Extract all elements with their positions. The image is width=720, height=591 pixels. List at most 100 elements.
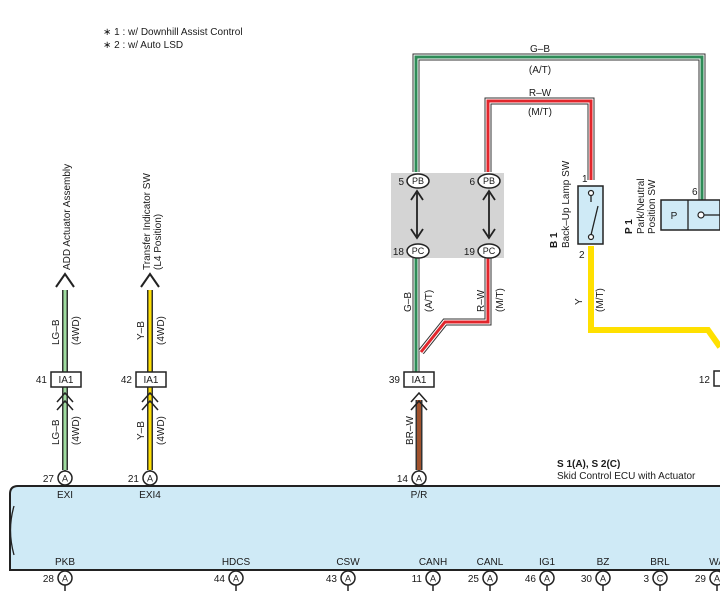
svg-text:CSW: CSW: [336, 557, 360, 568]
svg-text:3: 3: [643, 574, 649, 585]
junction-pin-18: PC 18: [393, 243, 430, 259]
svg-text:IG1: IG1: [539, 557, 556, 568]
ecu-ref: S 1(A), S 2(C): [557, 459, 620, 470]
skid-control-ecu: [9, 485, 720, 571]
ecu-terminal-wa: WAA29: [695, 557, 720, 591]
park-neutral-switch: [660, 199, 720, 231]
svg-text:27: 27: [43, 474, 55, 485]
connector-chevron-icon: [56, 391, 74, 403]
wire-color-label: G–B: [403, 292, 414, 312]
junction-pin-19: PC 19: [464, 243, 501, 259]
wire-color-label: G–B: [530, 44, 550, 55]
wire-color-label: Y–B: [136, 321, 147, 340]
svg-text:PB: PB: [412, 176, 424, 186]
svg-text:A: A: [487, 574, 493, 584]
ecu-name: Skid Control ECU with Actuator: [557, 471, 696, 482]
ecu-edge-mark: [9, 505, 15, 556]
destination-label: ADD Actuator Assembly: [62, 164, 73, 270]
svg-text:28: 28: [43, 574, 55, 585]
svg-text:11: 11: [412, 574, 423, 585]
wire-note-label: (4WD): [71, 316, 82, 345]
wire-note-label: (4WD): [156, 416, 167, 445]
wire-note-label: (4WD): [156, 316, 167, 345]
svg-text:46: 46: [525, 574, 537, 585]
wire-color-label: Y–B: [136, 421, 147, 440]
wire-note-label: (M/T): [495, 288, 506, 312]
ecu-terminal-hdcs: HDCS A 44: [214, 557, 251, 591]
junction-pin-6: PB 6: [469, 173, 501, 189]
park-switch-name: Park/Neutral: [636, 178, 647, 234]
svg-text:A: A: [544, 574, 550, 584]
right-connector-pin: 12: [699, 375, 711, 386]
right-connector: [713, 370, 720, 387]
svg-text:BZ: BZ: [597, 557, 610, 568]
svg-text:5: 5: [398, 177, 404, 188]
wire-yellow-y: [588, 246, 720, 349]
connector-pin: 41: [36, 375, 48, 386]
note-1: ∗ 1 : w/ Downhill Assist Control: [103, 27, 243, 38]
note-2: ∗ 2 : w/ Auto LSD: [103, 40, 183, 51]
svg-text:PC: PC: [412, 246, 425, 256]
connector-chevron-icon: [141, 391, 159, 403]
svg-text:30: 30: [581, 574, 593, 585]
wire-brown-brw: [410, 391, 428, 470]
switch-pin-top: 1: [582, 174, 588, 185]
svg-text:HDCS: HDCS: [222, 557, 251, 568]
wire-note-label: (M/T): [528, 107, 552, 118]
svg-text:18: 18: [393, 247, 405, 258]
junction-link-left: [410, 189, 424, 240]
wire-note-label: (M/T): [595, 288, 606, 312]
destination-sub-label: (L4 Position): [153, 214, 164, 270]
connector-chevron-icon: [56, 399, 74, 411]
svg-text:25: 25: [468, 574, 480, 585]
switch-ref: B 1: [549, 232, 560, 248]
svg-text:A: A: [147, 474, 153, 484]
svg-text:C: C: [657, 574, 664, 584]
junction-link-right: [482, 189, 496, 240]
destination-label: Transfer Indicator SW: [142, 173, 153, 270]
connector-label: IA1: [58, 375, 73, 386]
circuit-transfer-indicator: Transfer Indicator SW (L4 Position) Y–B …: [121, 173, 167, 470]
park-switch-pin: 6: [692, 187, 698, 198]
svg-text:44: 44: [214, 574, 226, 585]
wire-color-label: R–W: [529, 88, 552, 99]
svg-text:A: A: [416, 474, 422, 484]
ecu-bottom-terminals: PKBA28HDCSA44CSWA43CANHA11CANLA25IG1A46B…: [43, 557, 720, 591]
park-switch-name: Position SW: [647, 179, 658, 234]
svg-text:IA1: IA1: [411, 375, 426, 386]
connector-label: IA1: [143, 375, 158, 386]
wire-color-label: LG–B: [51, 319, 62, 345]
svg-text:A: A: [233, 574, 239, 584]
connector-chevron-icon: [410, 399, 428, 411]
park-switch-label: P: [671, 211, 678, 222]
svg-text:PKB: PKB: [55, 557, 75, 568]
svg-text:A: A: [714, 574, 720, 584]
svg-text:6: 6: [469, 177, 475, 188]
svg-text:19: 19: [464, 247, 476, 258]
wire-red-rw: [418, 97, 595, 355]
connector-39: IA1 39: [389, 371, 435, 388]
svg-text:PC: PC: [483, 246, 496, 256]
park-switch-ref: P 1: [624, 219, 635, 234]
wire-note-label: (A/T): [529, 65, 551, 76]
svg-text:A: A: [62, 474, 68, 484]
wire-note-label: (4WD): [71, 416, 82, 445]
svg-text:A: A: [62, 574, 68, 584]
arrow-up-icon: [55, 272, 75, 288]
svg-text:P/R: P/R: [411, 490, 428, 501]
wire-note-label: (A/T): [424, 290, 435, 312]
wire-green-gb: [412, 53, 706, 372]
connector-box: [50, 371, 82, 388]
connector-chevron-icon: [410, 391, 428, 403]
svg-text:A: A: [430, 574, 436, 584]
